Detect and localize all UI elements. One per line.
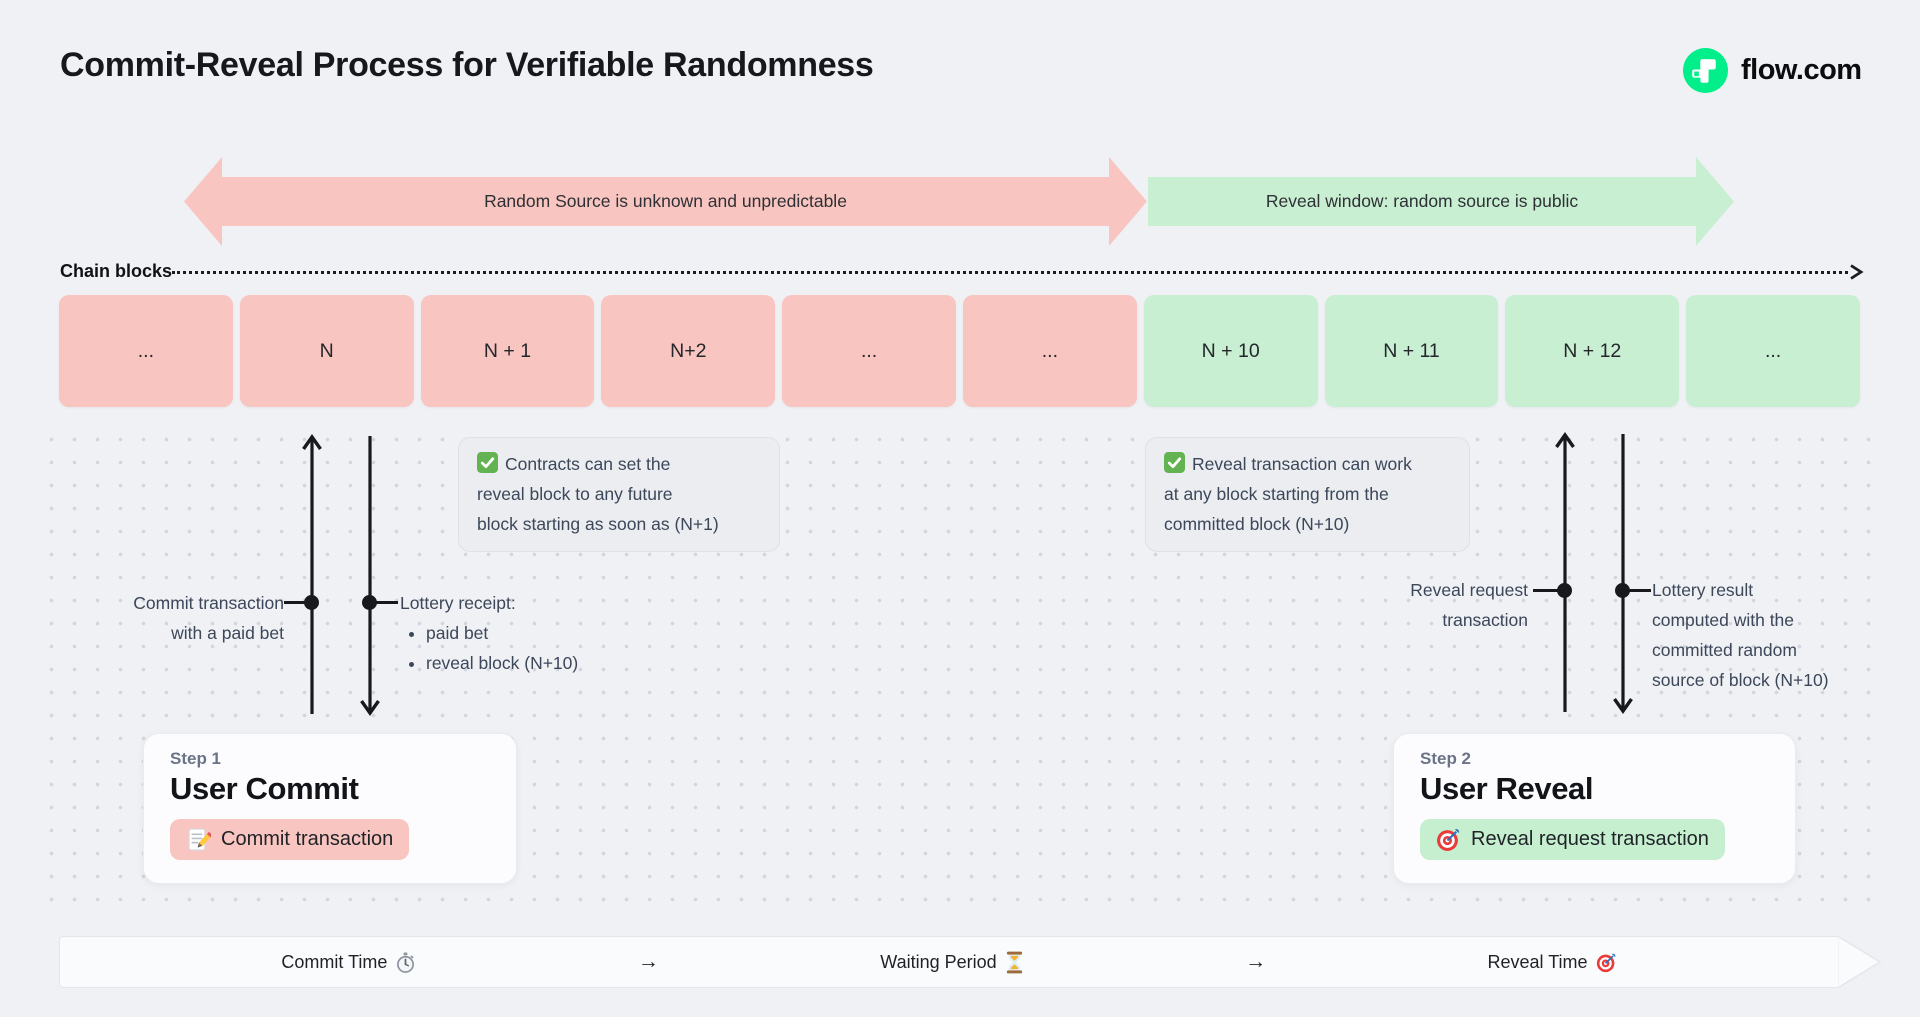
- chain-block-n: N: [239, 295, 414, 407]
- commit-transaction-pill-label: Commit transaction: [221, 828, 394, 850]
- lottery-result-line3: committed random: [1652, 640, 1797, 660]
- reveal-phase-arrow: Reveal window: random source is public: [1148, 157, 1734, 246]
- timeline-arrow-separator: →: [1245, 950, 1267, 973]
- reveal-request-pill: Reveal request transaction: [1420, 819, 1725, 860]
- lottery-receipt-annotation: Lottery receipt: paid bet reveal block (…: [400, 588, 650, 678]
- commit-connector-line: [284, 601, 308, 604]
- chain-block-n12: N + 12: [1505, 295, 1680, 407]
- target-icon: [1436, 827, 1461, 852]
- receipt-down-arrow: [358, 433, 382, 717]
- reveal-time-label: Reveal Time: [1487, 951, 1588, 972]
- timeline-commit-time: Commit Time: [281, 952, 416, 973]
- check-icon: [1164, 452, 1185, 473]
- timeline-bar: Commit Time → Waiting Period: [59, 936, 1838, 988]
- chain-block-n1: N + 1: [420, 295, 595, 407]
- commit-note-line1: Contracts can set the: [505, 454, 671, 474]
- chain-block: ...: [962, 295, 1137, 407]
- result-junction-dot: [1615, 583, 1630, 598]
- reveal-note-box: Reveal transaction can work at any block…: [1145, 437, 1470, 552]
- result-down-arrow: [1611, 431, 1635, 715]
- reveal-phase-label: Reveal window: random source is public: [1265, 191, 1579, 211]
- reveal-tx-annotation: Reveal request transaction: [1304, 575, 1528, 635]
- waiting-period-label: Waiting Period: [880, 951, 997, 972]
- step1-title: User Commit: [170, 771, 359, 806]
- hourglass-icon: [1005, 951, 1024, 974]
- step2-label: Step 2: [1420, 749, 1472, 768]
- step1-card: Step 1 User Commit Commit transaction: [143, 733, 517, 884]
- reveal-up-arrow: [1553, 431, 1577, 715]
- chain-block-n10: N + 10: [1143, 295, 1318, 407]
- timeline-end-chevron-icon: [1838, 936, 1882, 988]
- flow-logo-text: flow.com: [1741, 54, 1862, 86]
- commit-phase-label: Random Source is unknown and unpredictab…: [484, 191, 847, 211]
- commit-time-label: Commit Time: [281, 951, 388, 972]
- page-title: Commit-Reveal Process for Verifiable Ran…: [60, 46, 874, 84]
- step2-card: Step 2 User Reveal Reveal request transa…: [1393, 733, 1796, 884]
- check-icon: [477, 452, 498, 473]
- reveal-note-line3: committed block (N+10): [1164, 514, 1350, 534]
- timeline-waiting-period: Waiting Period: [880, 951, 1023, 974]
- lottery-receipt-item: reveal block (N+10): [426, 648, 650, 678]
- commit-note-box: Contracts can set the reveal block to an…: [458, 437, 780, 552]
- commit-junction-dot: [304, 595, 319, 610]
- lottery-receipt-item: paid bet: [426, 618, 650, 648]
- commit-phase-arrow: Random Source is unknown and unpredictab…: [184, 157, 1147, 246]
- target-icon: [1596, 952, 1617, 973]
- chain-block: ...: [782, 295, 956, 407]
- receipt-connector-line: [373, 601, 398, 604]
- chain-block-n2: N+2: [601, 295, 776, 407]
- commit-tx-line2: with a paid bet: [171, 623, 284, 643]
- memo-icon: [186, 827, 211, 852]
- lottery-result-line2: computed with the: [1652, 610, 1795, 630]
- chain-block: ...: [59, 295, 233, 407]
- chain-timeline-dotted-line: [172, 271, 1848, 274]
- reveal-note-line1: Reveal transaction can work: [1192, 454, 1412, 474]
- chain-block-n11: N + 11: [1324, 295, 1499, 407]
- timeline-reveal-time: Reveal Time: [1488, 952, 1617, 973]
- timeline-arrow-separator: →: [637, 950, 659, 973]
- reveal-note-line2: at any block starting from the: [1164, 484, 1389, 504]
- chain-blocks-row: ... N N + 1 N+2 ... ... N + 10 N + 11 N …: [59, 295, 1860, 407]
- stopwatch-icon: [395, 951, 416, 973]
- step2-title: User Reveal: [1420, 771, 1594, 806]
- commit-note-line3: block starting as soon as (N+1): [477, 514, 719, 534]
- reveal-tx-line1: Reveal request: [1410, 580, 1528, 600]
- reveal-junction-dot: [1557, 583, 1572, 598]
- commit-tx-line1: Commit transaction: [133, 593, 284, 613]
- step1-label: Step 1: [170, 749, 222, 768]
- chain-timeline-arrowhead-icon: [1848, 264, 1864, 280]
- reveal-tx-line2: transaction: [1442, 610, 1528, 630]
- reveal-connector-line: [1533, 589, 1560, 592]
- receipt-junction-dot: [362, 595, 377, 610]
- commit-transaction-pill: Commit transaction: [170, 819, 410, 860]
- lottery-result-annotation: Lottery result computed with the committ…: [1652, 575, 1872, 695]
- flow-logo[interactable]: flow.com: [1683, 48, 1862, 93]
- result-connector-line: [1628, 589, 1651, 592]
- lottery-result-line1: Lottery result: [1652, 580, 1754, 600]
- chain-blocks-label: Chain blocks: [60, 261, 173, 281]
- commit-up-arrow: [300, 433, 324, 717]
- commit-note-line2: reveal block to any future: [477, 484, 673, 504]
- chain-block: ...: [1686, 295, 1860, 407]
- lottery-receipt-title: Lottery receipt:: [400, 593, 516, 613]
- flow-logo-icon: [1683, 48, 1728, 93]
- reveal-request-pill-label: Reveal request transaction: [1471, 828, 1709, 850]
- commit-tx-annotation: Commit transaction with a paid bet: [60, 588, 284, 648]
- lottery-result-line4: source of block (N+10): [1652, 670, 1829, 690]
